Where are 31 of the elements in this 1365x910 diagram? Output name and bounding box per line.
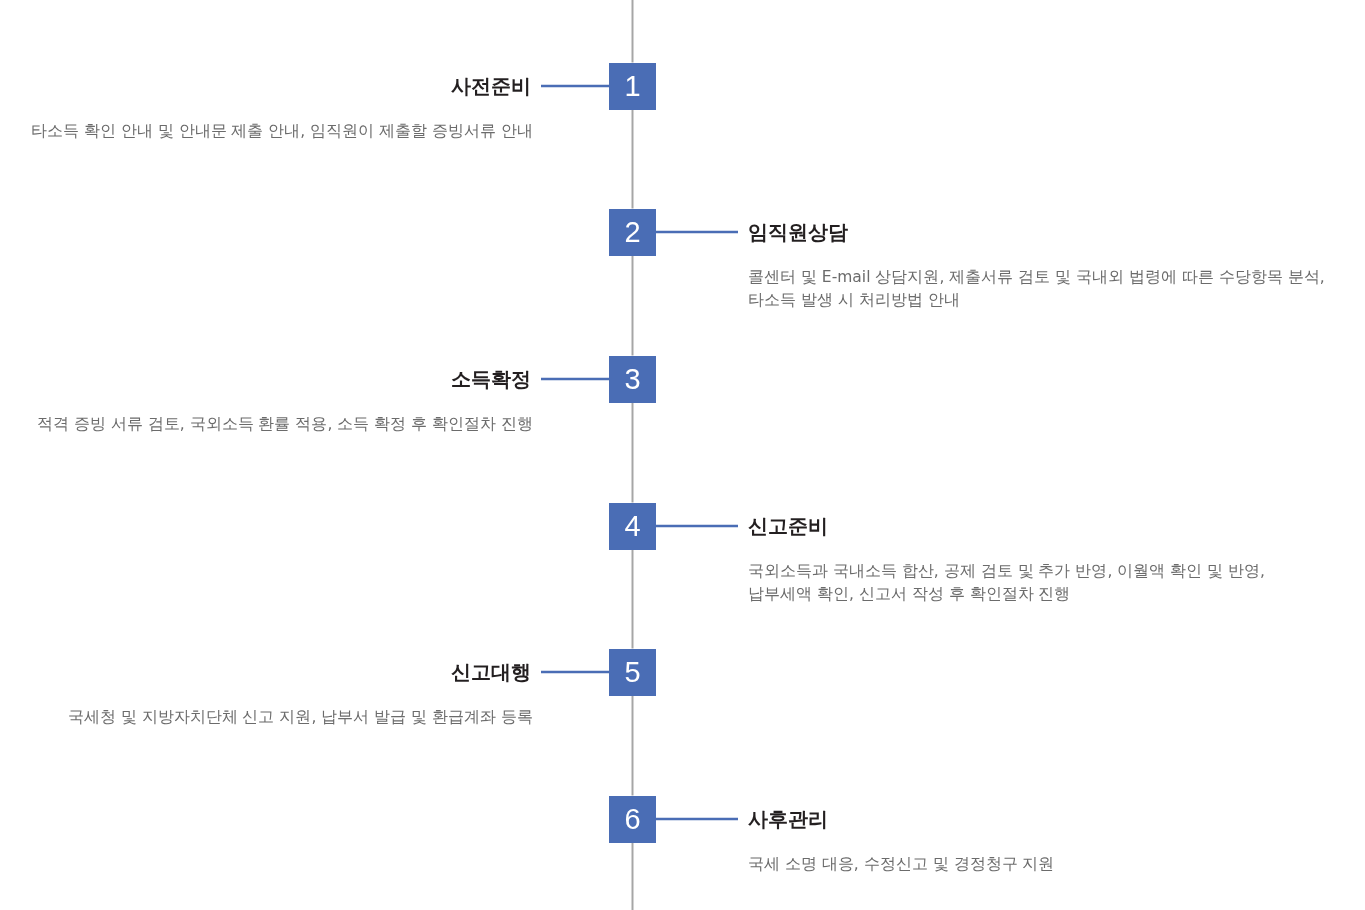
timeline-line (631, 841, 634, 910)
step-number-tile: 1 (609, 62, 656, 110)
step-title: 소득확정 (451, 367, 541, 391)
step-description: 적격 증빙 서류 검토, 국외소득 환률 적용, 소득 확정 후 확인절차 진행 (35, 414, 533, 435)
step-title: 신고대행 (451, 660, 541, 684)
timeline-line (631, 108, 634, 210)
step-number-tile: 3 (609, 355, 656, 403)
timeline-line (631, 694, 634, 797)
step-number-tile: 6 (609, 795, 656, 843)
step-description: 국세청 및 지방자치단체 신고 지원, 납부서 발급 및 환급계좌 등록 (66, 707, 533, 728)
timeline-line (631, 548, 634, 650)
timeline-line (631, 0, 634, 64)
connector-line (541, 377, 609, 381)
step-number-tile: 5 (609, 648, 656, 696)
connector-line (656, 524, 738, 528)
timeline-line (631, 254, 634, 357)
timeline-line (631, 401, 634, 504)
step-title: 사후관리 (738, 807, 828, 831)
step-description: 국세 소명 대응, 수정신고 및 경정청구 지원 (748, 854, 1056, 875)
connector-line (656, 817, 738, 821)
connector-line (541, 670, 609, 674)
step-description: 콜센터 및 E-mail 상담지원, 제출서류 검토 및 국내외 법령에 따른 수당항목 분석, 타소득 발생 시 처리방법 안내 (748, 267, 1326, 311)
connector-line (541, 84, 609, 88)
step-description: 국외소득과 국내소득 합산, 공제 검토 및 추가 반영, 이월액 확인 및 반영, 납부세액 확인, 신고서 작성 후 확인절차 진행 (748, 561, 1266, 605)
step-description: 타소득 확인 안내 및 안내문 제출 안내, 임직원이 제출할 증빙서류 안내 (29, 121, 533, 142)
step-title: 신고준비 (738, 514, 828, 538)
step-number-tile: 2 (609, 208, 656, 256)
step-title: 사전준비 (451, 74, 541, 98)
step-title: 임직원상담 (738, 220, 848, 244)
connector-line (656, 230, 738, 234)
step-number-tile: 4 (609, 502, 656, 550)
